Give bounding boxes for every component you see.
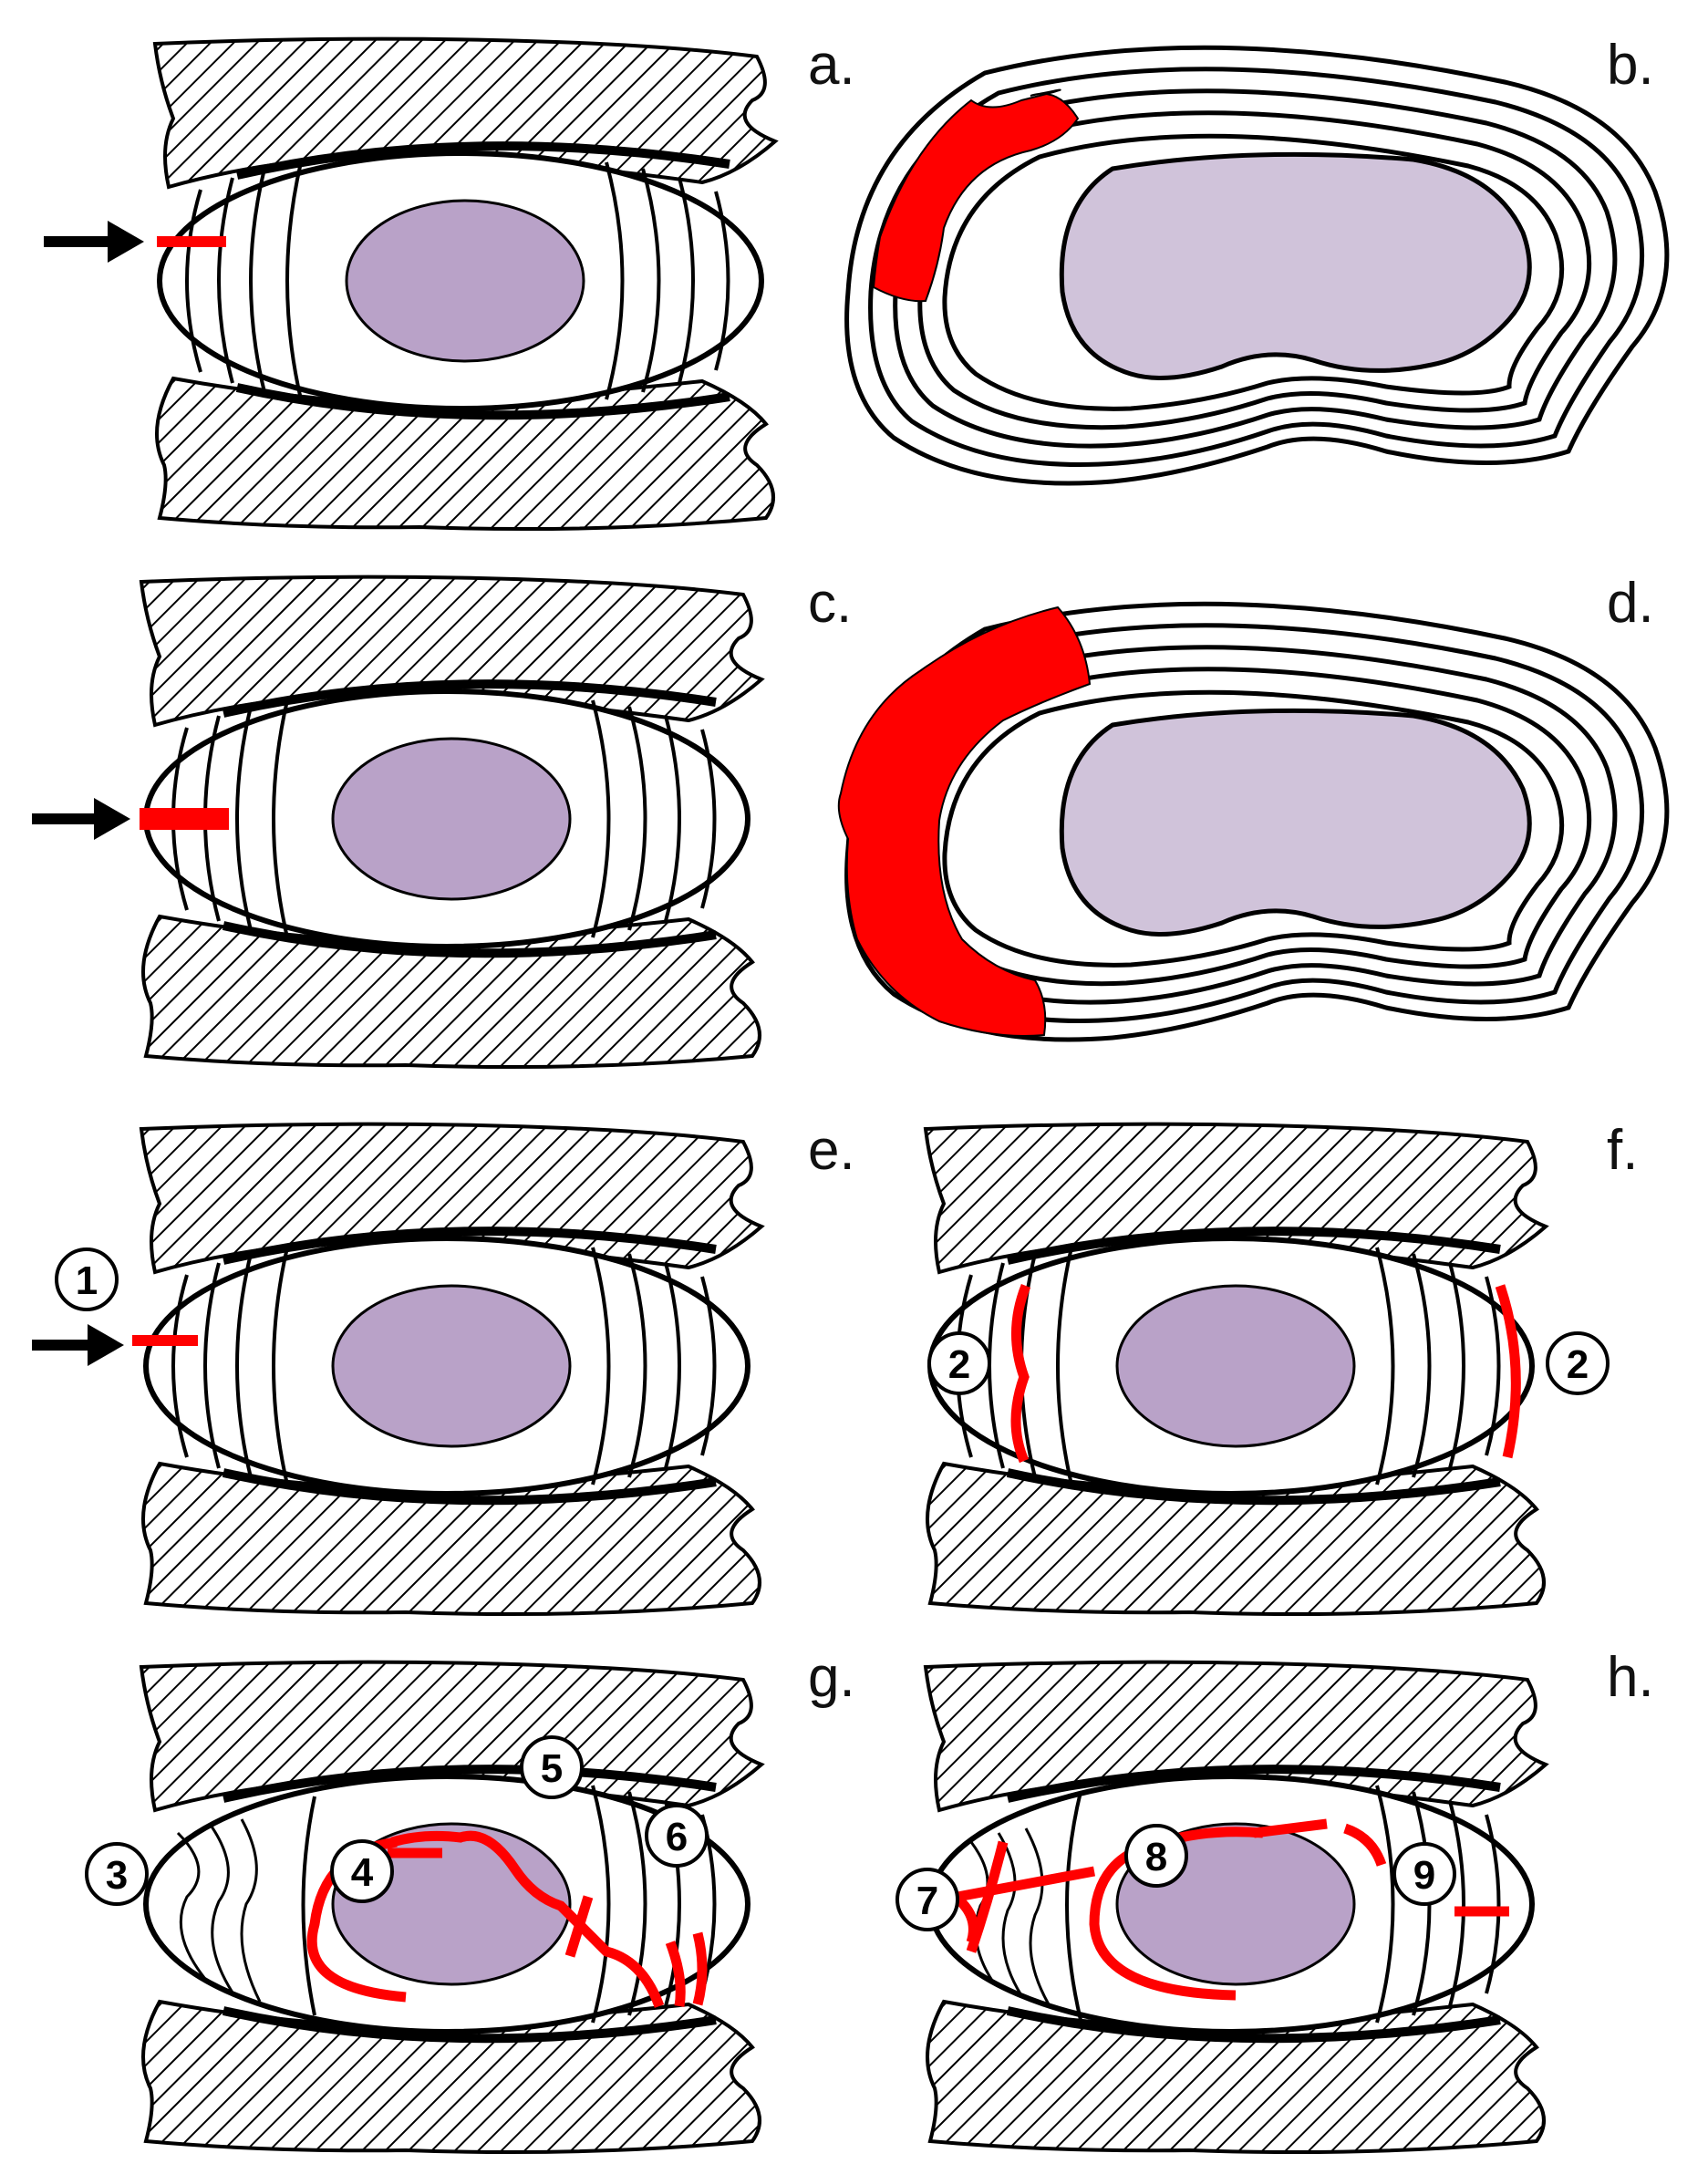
lesion-outer2-g xyxy=(665,1941,686,2007)
panel-label-f: f. xyxy=(1607,1119,1638,1182)
arrow-right-icon xyxy=(32,1324,124,1366)
marker-5: 5 xyxy=(520,1735,584,1799)
svg-text:1: 1 xyxy=(76,1258,98,1303)
lesion-radial-h xyxy=(1089,1827,1264,2001)
lesion-dash-h xyxy=(1253,1818,1328,1838)
arrow-right-icon xyxy=(44,221,144,263)
panel-a xyxy=(153,36,777,532)
marker-1: 1 xyxy=(55,1247,119,1311)
svg-text:2: 2 xyxy=(1567,1342,1589,1387)
panel-label-h: h. xyxy=(1607,1646,1654,1709)
panel-d xyxy=(837,604,1667,1040)
svg-text:7: 7 xyxy=(916,1879,938,1923)
svg-text:8: 8 xyxy=(1145,1835,1167,1879)
panel-label-b: b. xyxy=(1607,34,1654,97)
panel-b xyxy=(847,47,1667,483)
lesion-branch-g xyxy=(564,1895,594,1958)
svg-text:5: 5 xyxy=(541,1746,563,1791)
marker-2: 2 xyxy=(1546,1331,1610,1395)
panel-e xyxy=(132,1122,763,1617)
panel-h xyxy=(924,1660,1548,2155)
lesion-radial-tear-g xyxy=(390,1830,665,2008)
panel-g xyxy=(140,1660,763,2155)
marker-9: 9 xyxy=(1392,1842,1456,1906)
panel-f xyxy=(924,1122,1548,1617)
panel-label-c: c. xyxy=(808,572,852,635)
lesion-rim-lesion-extended xyxy=(140,808,229,830)
lesion-axial-b xyxy=(872,88,1080,303)
marker-2: 2 xyxy=(927,1331,991,1395)
panel-c xyxy=(140,575,763,1070)
arrow-right-icon xyxy=(32,798,130,840)
panel-label-g: g. xyxy=(808,1646,855,1709)
svg-text:3: 3 xyxy=(106,1853,128,1898)
panel-label-d: d. xyxy=(1607,572,1654,635)
svg-text:2: 2 xyxy=(948,1342,970,1387)
marker-4: 4 xyxy=(330,1839,394,1903)
svg-text:9: 9 xyxy=(1413,1853,1435,1898)
marker-3: 3 xyxy=(85,1842,149,1906)
marker-6: 6 xyxy=(645,1804,709,1868)
lesion-outer-g xyxy=(692,1931,708,2006)
lesion-dash2-h xyxy=(1343,1823,1387,1867)
lesion-endplate-h xyxy=(956,1866,1096,1902)
lesion-circumferential-left xyxy=(1010,1283,1031,1464)
marker-7: 7 xyxy=(895,1868,959,1931)
lesion-axial-d xyxy=(837,606,1092,1037)
svg-text:4: 4 xyxy=(351,1850,374,1895)
panel-label-e: e. xyxy=(808,1119,855,1182)
marker-8: 8 xyxy=(1124,1824,1188,1888)
panel-label-a: a. xyxy=(808,34,855,97)
svg-text:6: 6 xyxy=(666,1815,688,1859)
lesion-circumferential-right xyxy=(1495,1284,1521,1459)
